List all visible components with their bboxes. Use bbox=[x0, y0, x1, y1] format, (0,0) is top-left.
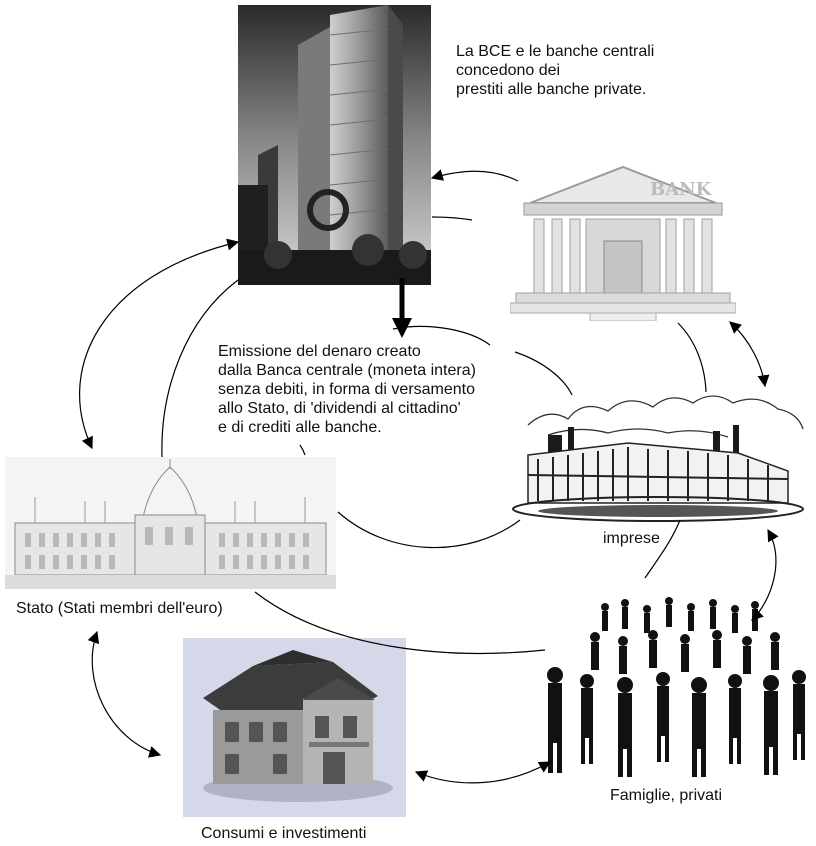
arrow-factory-famiglie bbox=[751, 528, 779, 621]
note-emission: Emissione del denaro creato dalla Banca … bbox=[218, 342, 476, 437]
label-consumi: Consumi e investimenti bbox=[201, 825, 367, 842]
arrow-consumi-famiglie bbox=[414, 761, 552, 784]
line-circle-right bbox=[677, 322, 707, 393]
note-bce-line-2: concedono dei bbox=[456, 62, 561, 79]
note-bce-line-3: prestiti alle banche private. bbox=[456, 81, 647, 98]
line-circle-bottom bbox=[254, 591, 546, 654]
note-emission-line-1: Emissione del denaro creato bbox=[218, 343, 421, 360]
note-bce-loans: La BCE e le banche centrali concedono de… bbox=[456, 42, 654, 99]
note-emission-line-2: dalla Banca centrale (moneta intera) bbox=[218, 362, 476, 379]
label-stato: Stato (Stati membri dell'euro) bbox=[16, 600, 223, 617]
line-circle-inner bbox=[337, 511, 521, 549]
bank-building-image: BANK bbox=[510, 165, 736, 321]
note-emission-line-3: senza debiti, in forma di versamento bbox=[218, 381, 476, 398]
line-ecb-bank bbox=[431, 216, 473, 221]
note-emission-line-5: e di crediti alle banche. bbox=[218, 419, 382, 436]
label-famiglie: Famiglie, privati bbox=[610, 787, 723, 804]
line-circle-center bbox=[514, 351, 573, 396]
arrow-bank-to-ecb bbox=[430, 169, 519, 182]
factory-image bbox=[512, 395, 804, 522]
house-image bbox=[183, 638, 406, 817]
line-circle-lower-right bbox=[644, 519, 681, 579]
note-bce-line-1: La BCE e le banche centrali bbox=[456, 43, 655, 60]
line-circle-left bbox=[161, 279, 239, 458]
crowd-image bbox=[547, 597, 806, 777]
arrow-ecb-stato bbox=[79, 238, 240, 450]
label-imprese: imprese bbox=[603, 530, 660, 547]
line-circle-factory bbox=[299, 444, 306, 456]
bank-sign-label: BANK bbox=[650, 179, 713, 200]
ecb-tower-image bbox=[238, 5, 431, 285]
parliament-image bbox=[5, 457, 336, 589]
note-emission-line-4: allo Stato, di 'dividendi al cittadino' bbox=[218, 400, 461, 417]
arrow-stato-consumi bbox=[87, 630, 162, 758]
arrow-bank-factory bbox=[729, 321, 770, 388]
